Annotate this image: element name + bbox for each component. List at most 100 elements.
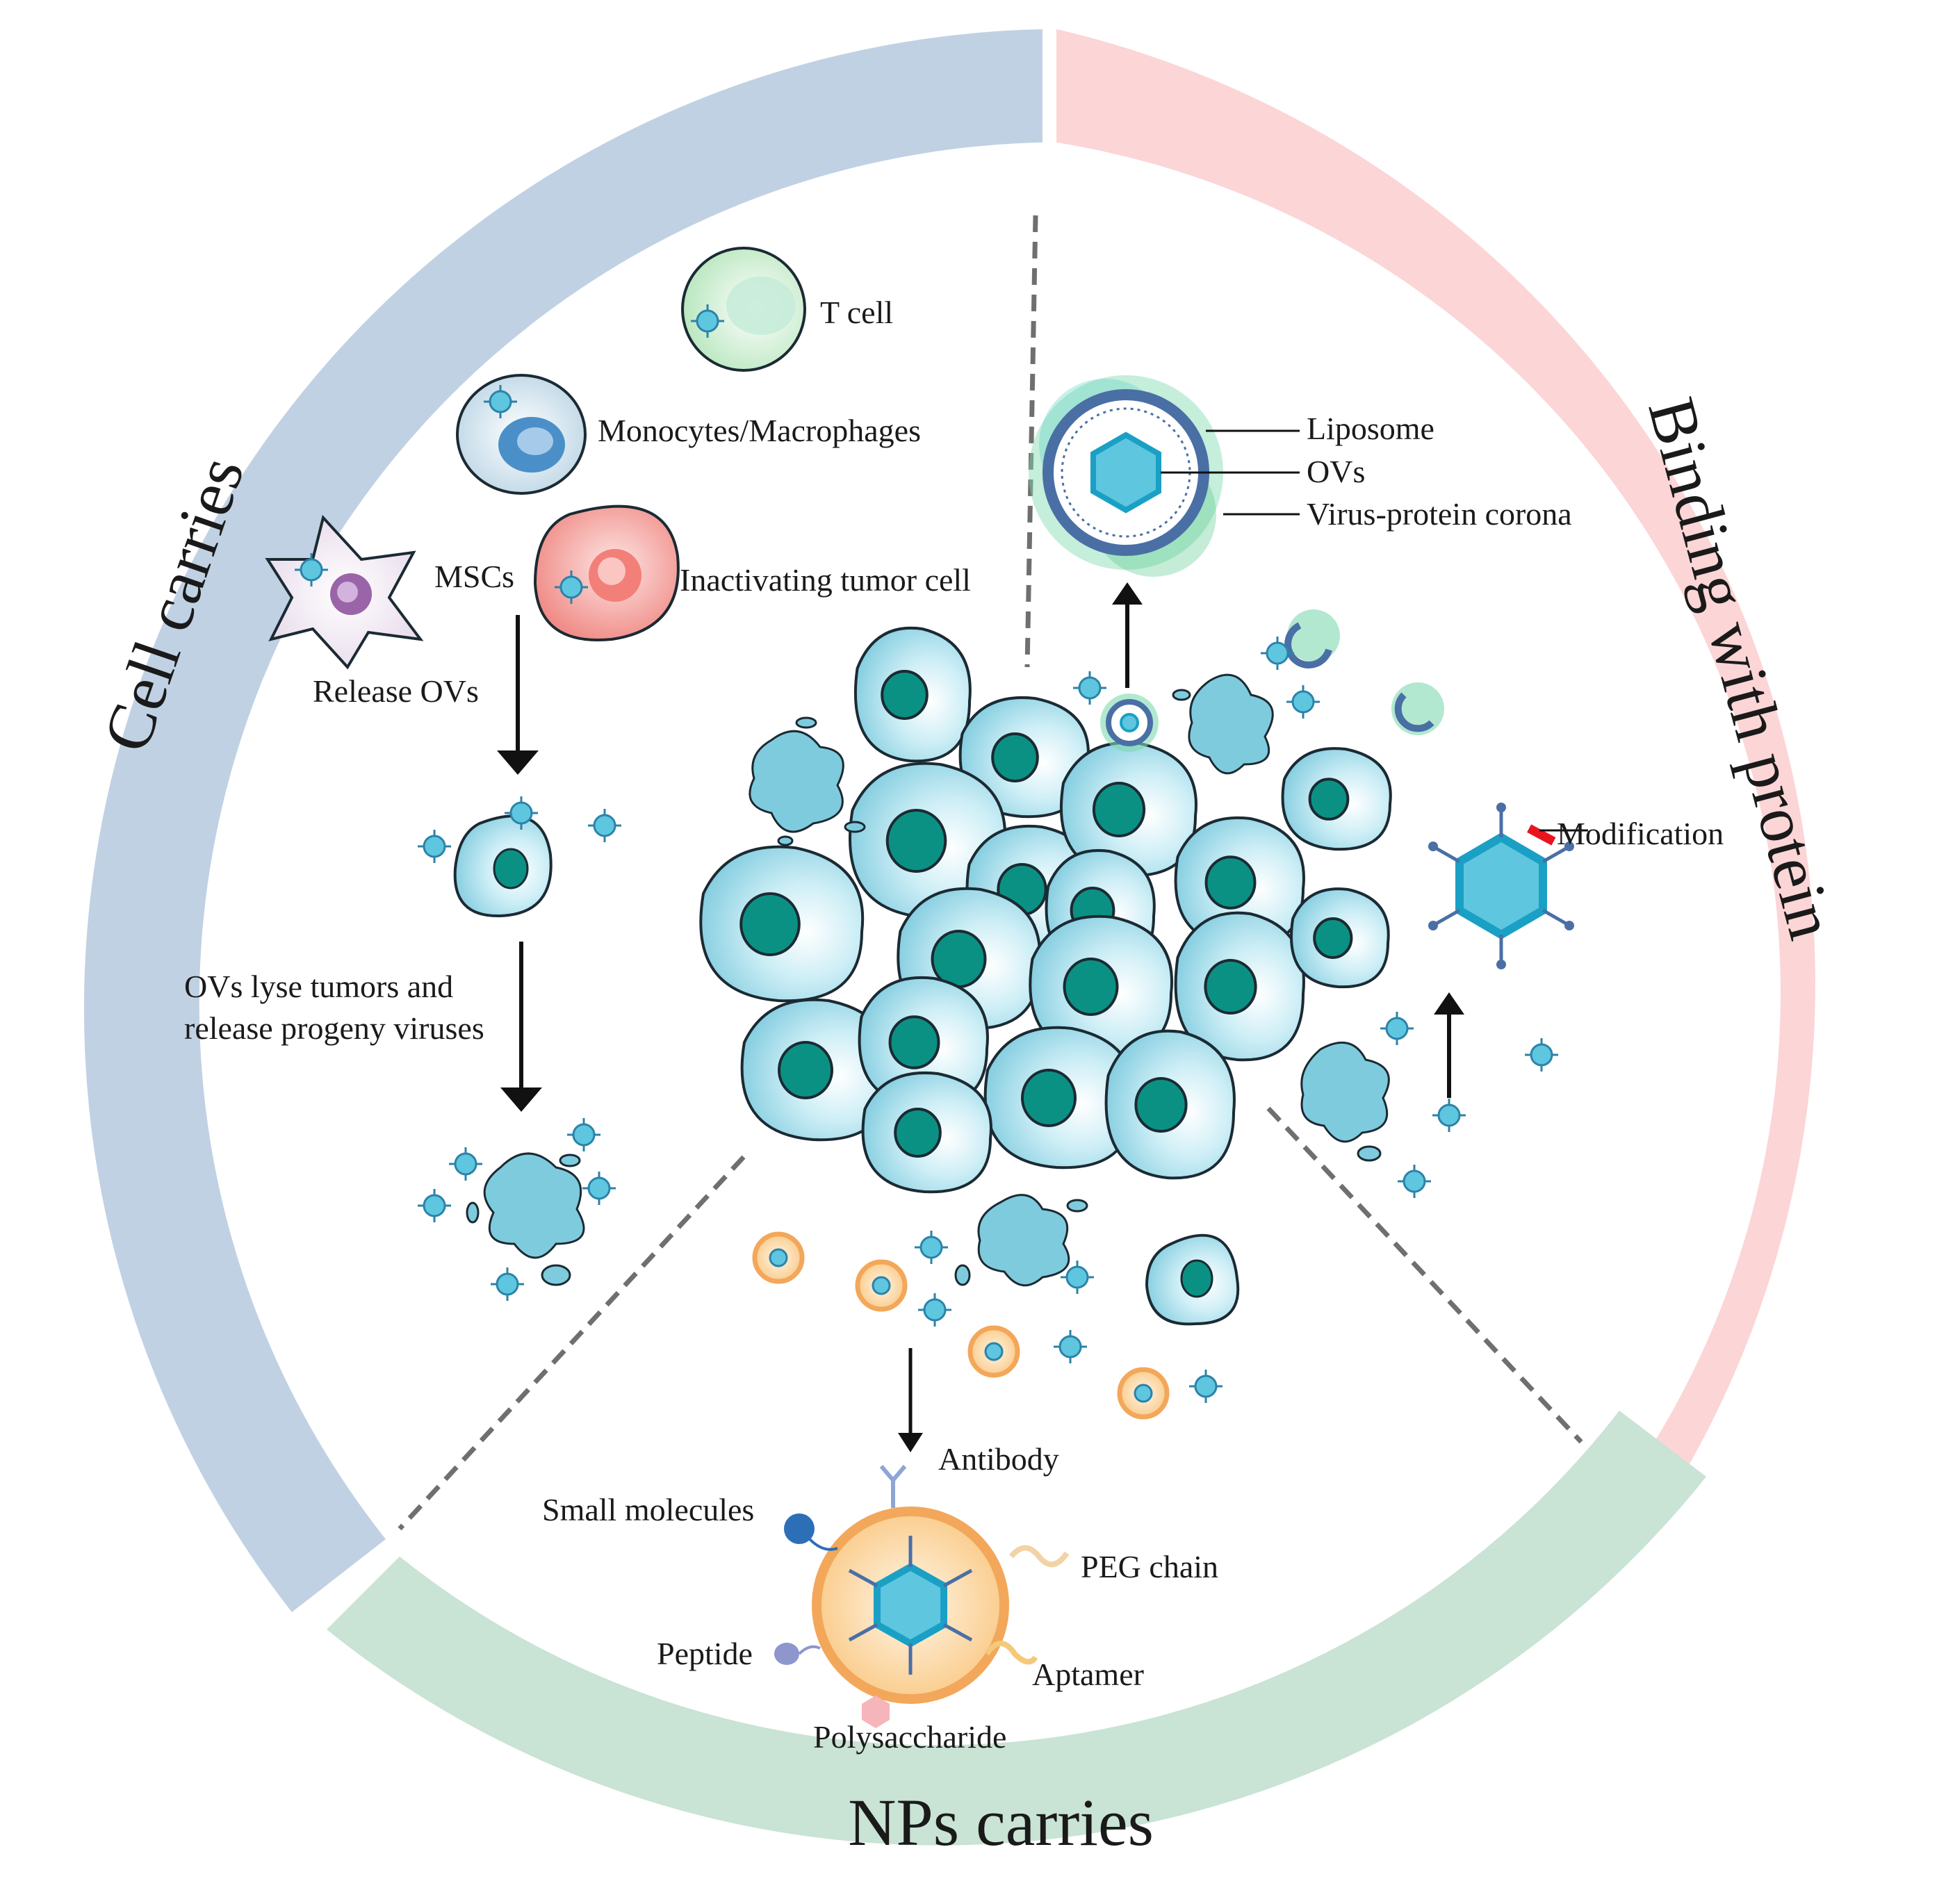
monocytes-label: Monocytes/Macrophages: [598, 413, 921, 448]
tumor-nucleus-6: [1092, 782, 1146, 837]
tumor-nucleus-14: [778, 1041, 833, 1099]
virus-icon: [1286, 685, 1320, 719]
tumor-nucleus-16: [1021, 1069, 1077, 1127]
infected-tumor-cell: [453, 814, 553, 918]
divider-top: [1024, 215, 1038, 668]
antibody-icon: [879, 1465, 907, 1508]
arrow-to-np-head: [898, 1433, 923, 1452]
tumor-debris-left: [749, 716, 866, 846]
tumor-nucleus-12: [1204, 959, 1257, 1015]
cell-carries-ring: [83, 29, 1042, 1612]
tumor-nucleus-18: [894, 1108, 942, 1158]
small-liposome: [1100, 694, 1159, 752]
virus-icon: [484, 385, 517, 418]
virus-icon: [1261, 637, 1294, 670]
tumor-debris-bottom: [954, 1194, 1088, 1287]
modification-mark: [1527, 824, 1556, 846]
corona-label: Virus-protein corona: [1307, 496, 1572, 532]
aptamer-icon: [984, 1641, 1038, 1665]
arrow-to-modified-head: [1434, 992, 1464, 1015]
virus-icon: [567, 1118, 600, 1151]
divider-right: [1266, 1106, 1583, 1444]
modification-label: Modification: [1557, 816, 1724, 851]
liposome-label: Liposome: [1307, 411, 1434, 446]
virus-icon: [918, 1293, 951, 1327]
tumor-nucleus-8: [1308, 778, 1350, 821]
virus-icon: [295, 553, 328, 586]
binding-protein-ring: [1056, 29, 1815, 1543]
tumor-nucleus-4: [885, 809, 947, 873]
arrow-to-liposome-head: [1112, 582, 1143, 605]
corona-fragment: [1391, 682, 1444, 735]
corona-fragment: [1284, 609, 1340, 668]
np-small: [1117, 1367, 1170, 1420]
tumor-nucleus-17: [1134, 1077, 1188, 1133]
np-small: [752, 1231, 805, 1284]
virus-icon: [1525, 1038, 1558, 1072]
tumor-nucleus-13: [1313, 917, 1353, 959]
nps-carries-ring: [327, 1411, 1706, 1846]
divider-left: [398, 1155, 746, 1531]
virus-icon: [1398, 1165, 1431, 1198]
np-small: [855, 1259, 908, 1312]
tumor-nucleus-2: [991, 732, 1039, 782]
t-cell: [681, 247, 806, 372]
lyse-label-line2: release progeny viruses: [184, 1010, 484, 1046]
peg-chain-label: PEG chain: [1081, 1549, 1218, 1584]
virus-icon: [418, 830, 451, 863]
liposome-complex: [1029, 375, 1223, 577]
virus-icon: [418, 1189, 451, 1222]
t-cell-label: T cell: [820, 295, 893, 330]
nanoparticle: [812, 1507, 1009, 1704]
np-small: [967, 1325, 1020, 1378]
virus-icon: [449, 1147, 482, 1181]
small-molecules-label: Small molecules: [542, 1492, 754, 1527]
lyse-label-line1: OVs lyse tumors and: [184, 969, 453, 1004]
detached-tumor-cell: [1145, 1233, 1240, 1326]
virus-icon: [582, 1172, 616, 1205]
polysaccharide-label: Polysaccharide: [813, 1719, 1006, 1755]
inactivating-tumor-cell: [533, 504, 680, 641]
peptide-icon: [774, 1643, 821, 1665]
arrow-release-head: [497, 750, 539, 775]
small-molecule-icon: [784, 1513, 838, 1551]
mscs-label: MSCs: [434, 559, 514, 594]
msc-cell: [265, 514, 424, 670]
virus-icon: [915, 1231, 948, 1264]
peptide-label: Peptide: [657, 1636, 753, 1671]
modified-virus: [1428, 803, 1574, 969]
virus-icon: [1073, 671, 1106, 705]
tumor-debris-lower-right: [1300, 1041, 1390, 1162]
arrow-lyse-head: [500, 1088, 542, 1112]
polysaccharide-icon: [862, 1696, 890, 1728]
virus-icon: [1380, 1012, 1414, 1045]
antibody-label: Antibody: [938, 1441, 1059, 1477]
tumor-nucleus-1: [881, 670, 929, 720]
monocyte-cell: [456, 374, 587, 495]
virus-icon: [505, 796, 538, 830]
virus-icon: [1432, 1099, 1466, 1132]
virus-icon: [588, 809, 621, 842]
virus-icon: [1061, 1261, 1094, 1294]
tumor-nucleus-10: [931, 930, 987, 988]
tumor-cell-label: Inactivating tumor cell: [680, 562, 971, 598]
release-ovs-label: Release OVs: [313, 673, 479, 709]
aptamer-label: Aptamer: [1032, 1657, 1144, 1692]
virus-icon: [691, 304, 724, 338]
tumor-nucleus-7: [1204, 855, 1257, 910]
tumor-nucleus-11: [1063, 958, 1119, 1016]
tumor-nucleus-3: [739, 892, 801, 956]
virus-icon: [491, 1267, 524, 1301]
lysed-cell-debris: [466, 1152, 585, 1286]
binding-protein-title: Binding with protein: [1634, 390, 1849, 946]
virus-icon: [1189, 1370, 1223, 1403]
tumor-debris-right: [1172, 673, 1274, 775]
peg-chain-icon: [1008, 1545, 1070, 1568]
virus-icon: [555, 571, 588, 604]
tumor-mass: [699, 626, 1392, 1194]
nps-carries-title: NPs carries: [848, 1785, 1154, 1860]
virus-icon: [1054, 1330, 1087, 1363]
ovs-label: OVs: [1307, 454, 1365, 489]
